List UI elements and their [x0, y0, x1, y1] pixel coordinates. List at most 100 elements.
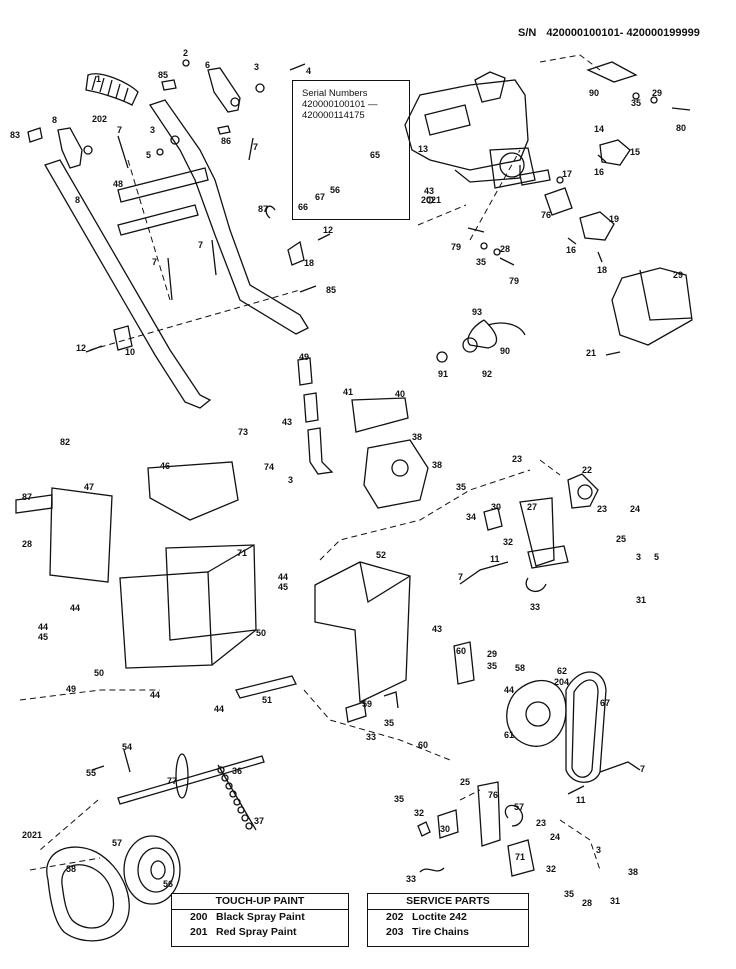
callout: 2021	[22, 830, 42, 840]
callout: 7	[117, 125, 122, 135]
callout: 15	[630, 147, 640, 157]
callout: 50	[256, 628, 266, 638]
callout: 41	[343, 387, 353, 397]
callout: 85	[326, 285, 336, 295]
part-code: 200	[190, 911, 208, 923]
callout: 60	[456, 646, 466, 656]
callout: 58	[515, 663, 525, 673]
callout: 204	[554, 677, 569, 687]
callout: 44	[278, 572, 288, 582]
callout: 38	[628, 867, 638, 877]
callout: 90	[589, 88, 599, 98]
handle-assembly	[27, 59, 331, 409]
callout: 87	[22, 492, 32, 502]
callout: 50	[94, 668, 104, 678]
callout: 52	[376, 550, 386, 560]
transmission-assembly	[15, 357, 641, 877]
callout: 45	[278, 582, 288, 592]
part-code: 202	[386, 911, 404, 923]
callout: 38	[432, 460, 442, 470]
callout: 56	[163, 879, 173, 889]
callout: 14	[594, 124, 604, 134]
callout: 25	[616, 534, 626, 544]
callout: 17	[562, 169, 572, 179]
callout: 8	[75, 195, 80, 205]
callout: 85	[158, 70, 168, 80]
callout: 57	[514, 802, 524, 812]
callout: 23	[536, 818, 546, 828]
callout: 44	[150, 690, 160, 700]
callout: 79	[451, 242, 461, 252]
callout: 3	[636, 552, 641, 562]
callout: 32	[414, 808, 424, 818]
callout: 33	[406, 874, 416, 884]
callout: 5	[146, 150, 151, 160]
callout: 62	[557, 666, 567, 676]
callout: 7	[152, 257, 157, 267]
callout: 86	[221, 136, 231, 146]
callout: 38	[412, 432, 422, 442]
callout: 34	[466, 512, 476, 522]
callout: 10	[125, 347, 135, 357]
callout: 29	[673, 270, 683, 280]
callout: 49	[66, 684, 76, 694]
part-description: Black Spray Paint	[216, 911, 305, 923]
callout: 1	[96, 74, 101, 84]
callout: 7	[253, 142, 258, 152]
callout: 36	[232, 766, 242, 776]
callout: 74	[264, 462, 274, 472]
callout: 73	[238, 427, 248, 437]
callout: 31	[636, 595, 646, 605]
callout: 24	[630, 504, 640, 514]
callout: 33	[366, 732, 376, 742]
callout: 65	[370, 150, 380, 160]
callout: 25	[460, 777, 470, 787]
callout: 35	[476, 257, 486, 267]
callout: 37	[254, 816, 264, 826]
callout: 43	[424, 186, 434, 196]
callout: 87	[258, 204, 268, 214]
part-description: Loctite 242	[412, 911, 467, 923]
callout: 47	[84, 482, 94, 492]
table-row: 202 Loctite 242	[368, 910, 528, 925]
callout: 82	[60, 437, 70, 447]
callout: 3	[288, 475, 293, 485]
callout: 4	[306, 66, 311, 76]
touch-up-paint-title: TOUCH-UP PAINT	[172, 894, 348, 910]
callout: 54	[122, 742, 132, 752]
callout: 51	[262, 695, 272, 705]
callout: 76	[541, 210, 551, 220]
callout: 32	[503, 537, 513, 547]
part-code: 201	[190, 926, 208, 938]
callout: 49	[299, 352, 309, 362]
serial-prefix: S/N	[518, 27, 537, 39]
callout: 66	[298, 202, 308, 212]
callout: 27	[527, 502, 537, 512]
serial-inset-from: 420000100101 —	[302, 99, 378, 110]
callout: 35	[394, 794, 404, 804]
callout: 80	[676, 123, 686, 133]
callout: 90	[500, 346, 510, 356]
callout: 33	[530, 602, 540, 612]
callout: 46	[160, 461, 170, 471]
callout: 44	[504, 685, 514, 695]
callout: 24	[550, 832, 560, 842]
callout: 58	[66, 864, 76, 874]
callout: 44	[214, 704, 224, 714]
callout: 8	[52, 115, 57, 125]
callout: 57	[112, 838, 122, 848]
callout: 7	[640, 764, 645, 774]
callout: 13	[418, 144, 428, 154]
part-description: Tire Chains	[412, 926, 469, 938]
callout: 3	[254, 62, 259, 72]
callout: 92	[482, 369, 492, 379]
callout: 29	[487, 649, 497, 659]
callout: 60	[418, 740, 428, 750]
callout-labels: 2 85 6 3 4 1 202 83 8 7 3 5 86 7 48 8 87…	[10, 48, 686, 908]
callout: 21	[586, 348, 596, 358]
callout: 6	[205, 60, 210, 70]
callout: 30	[440, 824, 450, 834]
